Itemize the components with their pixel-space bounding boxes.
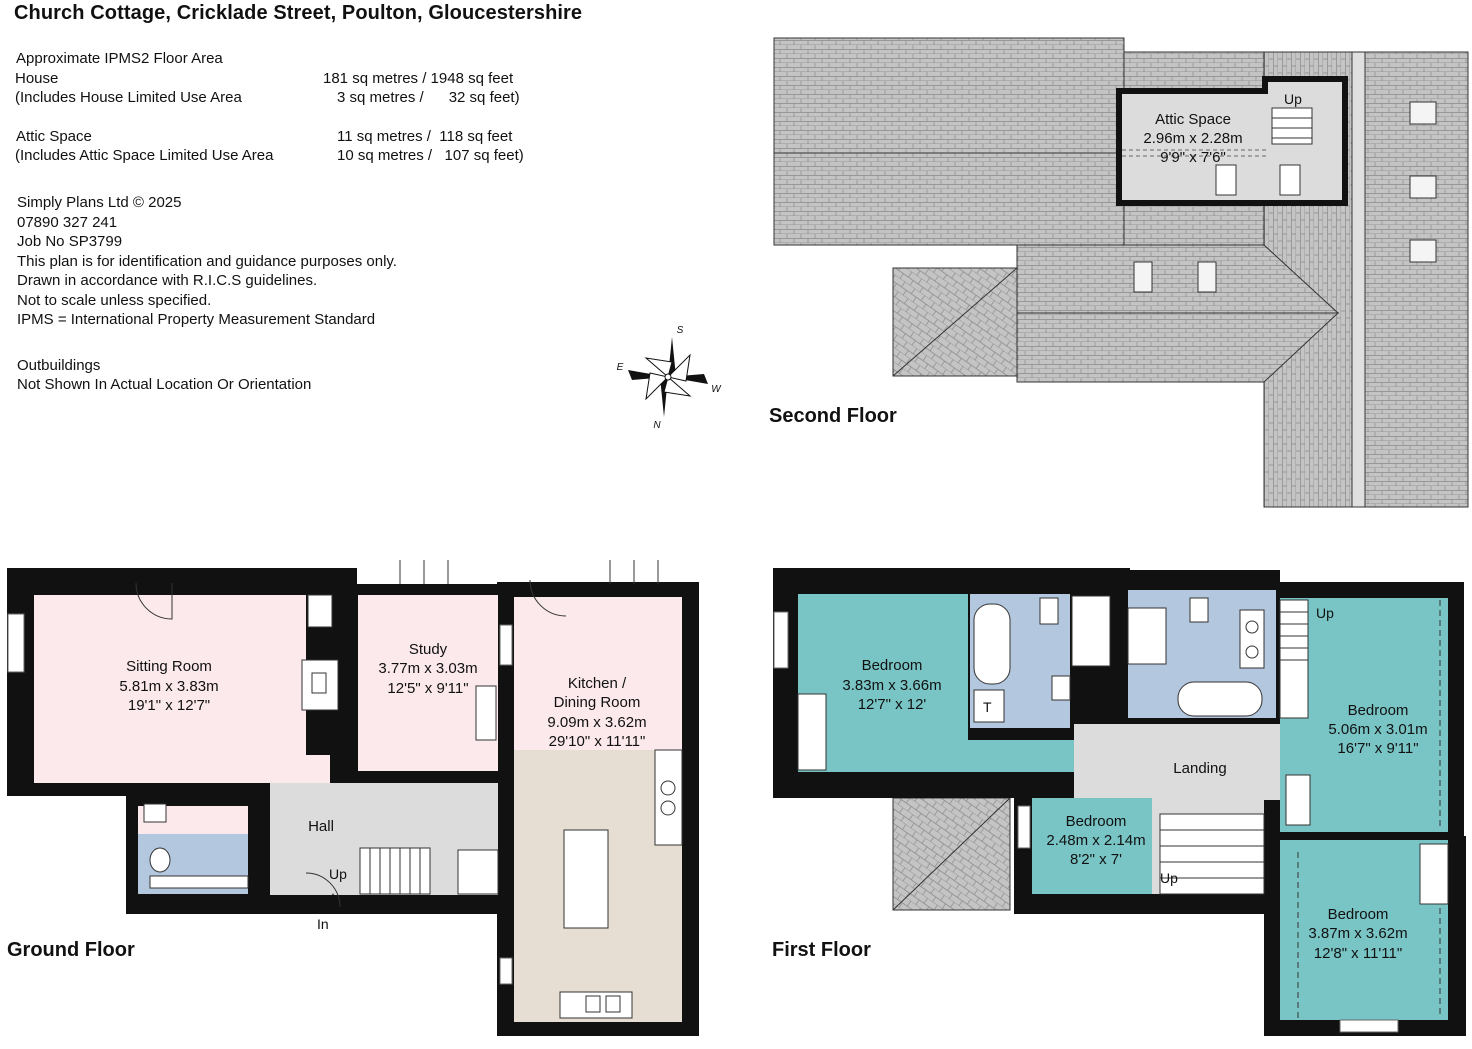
study-imperial: 12'5" x 9'11" (387, 680, 468, 697)
area-label-attic-limited: (Includes Attic Space Limited Use Area (15, 147, 274, 164)
bed3-name: Bedroom (1066, 813, 1127, 830)
outbuildings-note: Not Shown In Actual Location Or Orientat… (17, 376, 312, 393)
ground-floor-plan: Sitting Room 5.81m x 3.83m 19'1" x 12'7"… (7, 560, 699, 1036)
bed2-name: Bedroom (1348, 702, 1409, 719)
disclaimer-3: Not to scale unless specified. (17, 292, 212, 309)
attic-name: Attic Space (1155, 111, 1231, 128)
area-label-attic: Attic Space (16, 128, 92, 145)
disclaimer-4: IPMS = International Property Measuremen… (17, 311, 376, 328)
area-label-house-limited: (Includes House Limited Use Area (15, 89, 242, 106)
second-floor-label: Second Floor (769, 405, 897, 427)
company-name: Simply Plans Ltd © 2025 (17, 194, 182, 211)
area-value-attic-limited: 10 sq metres / 107 sq feet) (337, 147, 524, 164)
bedroom-3-area (1032, 798, 1152, 894)
company-phone: 07890 327 241 (17, 214, 118, 231)
landing-area (1074, 724, 1280, 800)
bed3-metric: 2.48m x 2.14m (1046, 832, 1145, 849)
compass-s: S (677, 325, 684, 336)
ground-floor-label: Ground Floor (7, 939, 135, 961)
compass-e: E (617, 362, 624, 373)
first-floor-plan: T Bedroom 3.83m x 3.66m 12'7" x 12' Bedr… (773, 568, 1466, 1036)
compass-w: W (711, 384, 722, 395)
compass-rose: S N E W (617, 325, 723, 431)
hall-name: Hall (308, 818, 334, 835)
sitting-room-area (34, 595, 330, 783)
bed4-imperial: 12'8" x 11'11" (1314, 945, 1402, 962)
entrance-in: In (317, 916, 329, 932)
landing-name: Landing (1173, 760, 1226, 777)
area-label-house: House (15, 70, 59, 87)
bed4-name: Bedroom (1328, 906, 1389, 923)
bed3-imperial: 8'2" x 7' (1070, 851, 1122, 868)
disclaimer-1: This plan is for identification and guid… (17, 253, 397, 270)
study-name: Study (409, 641, 448, 658)
kitchen-name-2: Dining Room (554, 694, 641, 711)
kitchen-metric: 9.09m x 3.62m (547, 714, 646, 731)
bed1-name: Bedroom (862, 657, 923, 674)
kitchen-name-1: Kitchen / (568, 675, 627, 692)
area-value-house-limited: 3 sq metres / 32 sq feet) (337, 89, 520, 106)
kitchen-imperial: 29'10" x 11'11" (549, 733, 646, 750)
attic-metric: 2.96m x 2.28m (1143, 130, 1242, 147)
disclaimer-2: Drawn in accordance with R.I.C.S guideli… (17, 272, 318, 289)
company-job: Job No SP3799 (17, 233, 123, 250)
kitchen-dining-area (514, 597, 682, 750)
outbuildings-heading: Outbuildings (17, 357, 101, 374)
study-metric: 3.77m x 3.03m (378, 660, 477, 677)
sitting-imperial: 19'1" x 12'7" (128, 697, 210, 714)
attic-stairs-up: Up (1284, 91, 1302, 107)
study-area (358, 595, 498, 771)
bed2-metric: 5.06m x 3.01m (1328, 721, 1427, 738)
area-value-house: 181 sq metres / 1948 sq feet (323, 70, 514, 87)
bed4-metric: 3.87m x 3.62m (1308, 925, 1407, 942)
sitting-name: Sitting Room (126, 658, 212, 675)
area-heading: Approximate IPMS2 Floor Area (16, 50, 223, 67)
first-floor-stairs (1159, 813, 1265, 895)
ground-stairs-up: Up (329, 866, 347, 882)
bed1-imperial: 12'7" x 12' (858, 696, 927, 713)
ground-stairs (359, 847, 431, 895)
page-title: Church Cottage, Cricklade Street, Poulto… (14, 2, 583, 24)
area-value-attic: 11 sq metres / 118 sq feet (337, 128, 513, 145)
first-floor-label: First Floor (772, 939, 871, 961)
first-stairs-up: Up (1160, 870, 1178, 886)
attic-stairs-up-first: Up (1316, 605, 1334, 621)
compass-n: N (653, 420, 661, 431)
second-floor-plan: Attic Space 2.96m x 2.28m 9'9" x 7'6" Up (773, 37, 1469, 508)
cupboard-label: T (983, 699, 992, 715)
bed2-imperial: 16'7" x 9'11" (1337, 740, 1418, 757)
bed1-metric: 3.83m x 3.66m (842, 677, 941, 694)
sitting-metric: 5.81m x 3.83m (119, 678, 218, 695)
attic-imperial: 9'9" x 7'6" (1160, 149, 1226, 166)
